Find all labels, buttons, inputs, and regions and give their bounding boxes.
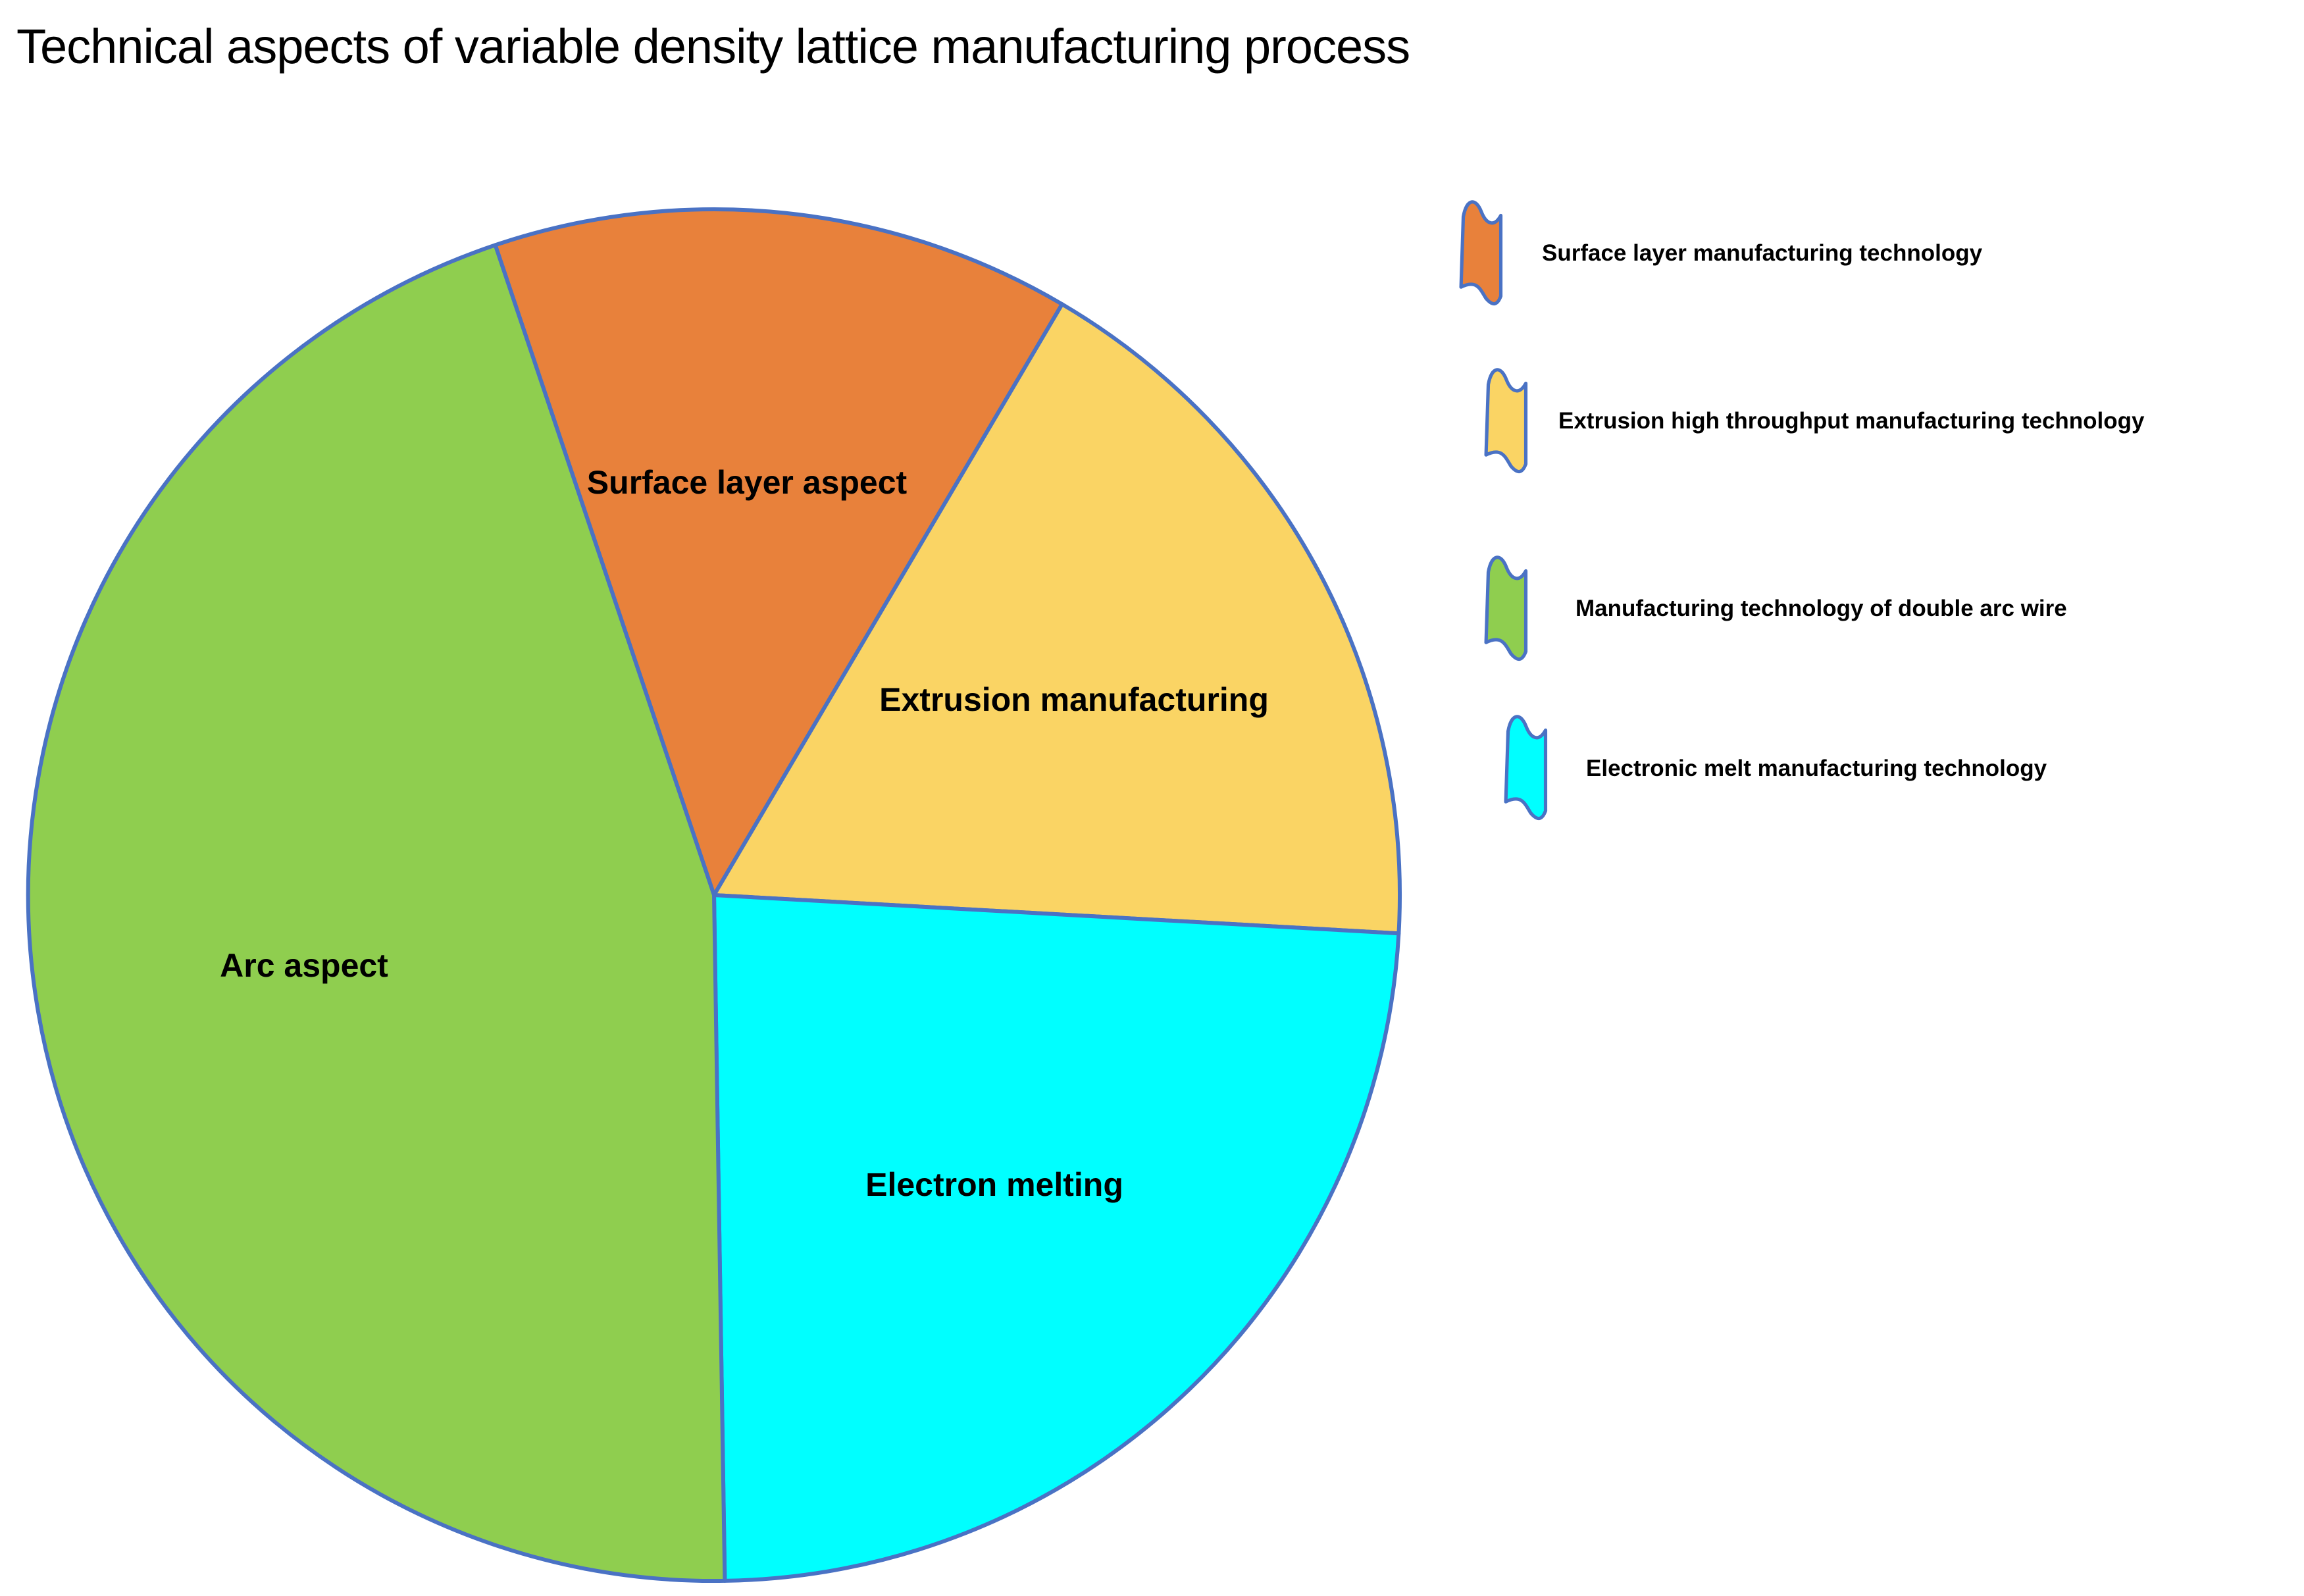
slice-label-extrusion: Extrusion manufacturing	[879, 681, 1269, 718]
legend-label-surface-layer: Surface layer manufacturing technology	[1542, 240, 1983, 266]
legend-label-electronic-melt: Electronic melt manufacturing technology	[1586, 756, 2047, 781]
slice-label-surface-layer: Surface layer aspect	[586, 464, 908, 501]
pie-slice-electron-melting[interactable]	[712, 893, 1401, 1583]
chart-title: Technical aspects of variable density la…	[16, 19, 1410, 74]
pie-slice-arc[interactable]	[26, 243, 727, 1583]
slice-label-arc: Arc aspect	[220, 947, 388, 984]
pie-slice-surface-layer[interactable]	[493, 207, 1064, 897]
legend-label-double-arc-wire: Manufacturing technology of double arc w…	[1575, 596, 2067, 621]
legend-label-extrusion: Extrusion high throughput manufacturing …	[1558, 408, 2145, 434]
wave-icon	[1484, 555, 1528, 661]
wave-icon	[1504, 715, 1548, 821]
wave-icon	[1459, 200, 1503, 306]
wave-icon	[1484, 368, 1528, 474]
slice-label-electron-melting: Electron melting	[865, 1166, 1123, 1203]
pie-slice-extrusion[interactable]	[712, 302, 1402, 936]
